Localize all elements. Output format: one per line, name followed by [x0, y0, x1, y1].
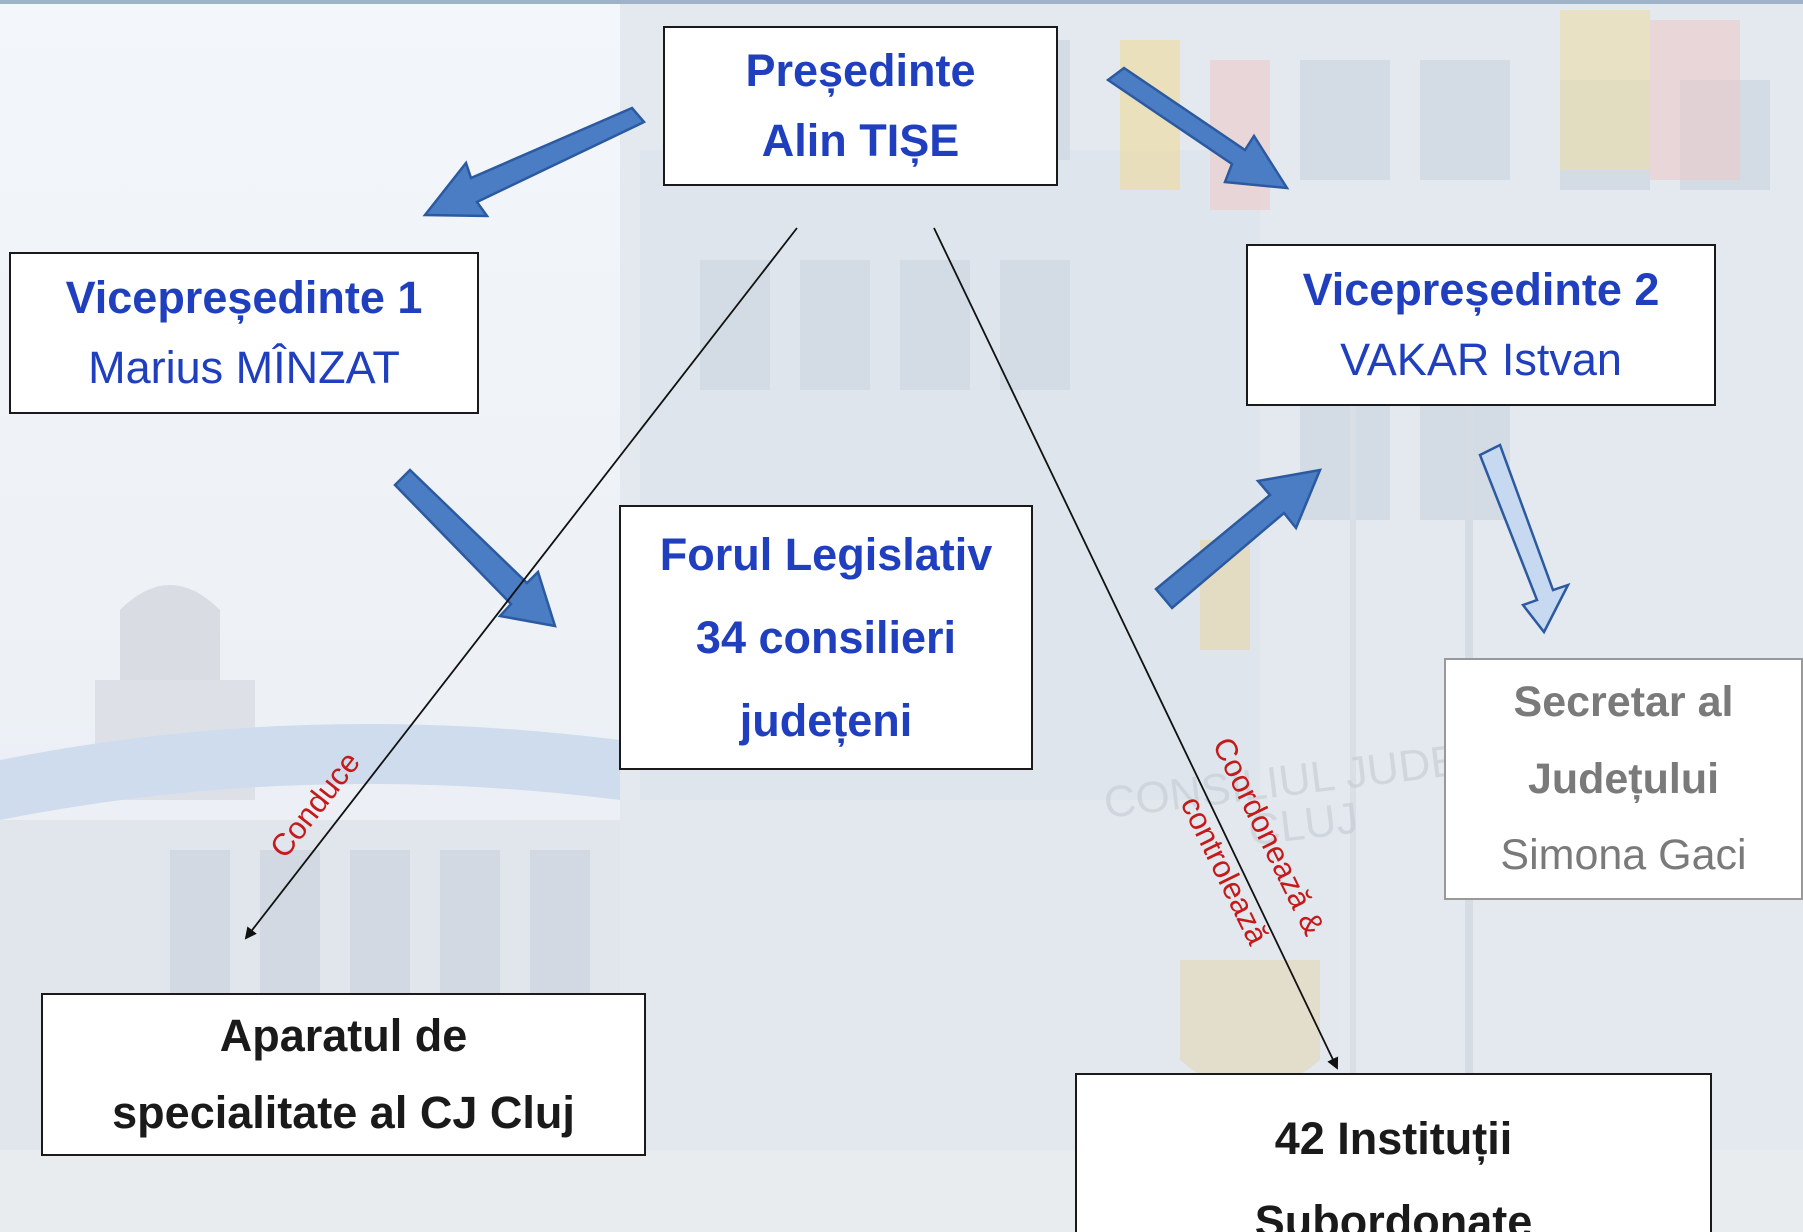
vice1-box: Vicepreședinte 1 Marius MÎNZAT — [9, 252, 479, 414]
secretary-line-1: Secretar al — [1513, 678, 1734, 727]
secretary-box: Secretar al Județului Simona Gaci — [1444, 658, 1803, 900]
secretary-line-2: Județului — [1527, 754, 1720, 803]
apparatus-line-1: Aparatul de — [219, 1010, 468, 1061]
arrow-president-to-vice2 — [1105, 66, 1290, 190]
forum-line-3: județeni — [739, 695, 913, 747]
edge-label-conduce: Conduce — [263, 745, 367, 864]
president-box: Președinte Alin TIȘE — [663, 26, 1058, 186]
president-title: Președinte — [745, 45, 976, 97]
arrow-vice1-to-forum — [393, 468, 557, 628]
institutions-box: 42 Instituții Subordonate — [1075, 1073, 1712, 1232]
forum-box: Forul Legislativ 34 consilieri județeni — [619, 505, 1033, 770]
line-president-to-institutions — [933, 227, 1339, 1070]
vice1-name: Marius MÎNZAT — [88, 342, 400, 393]
vice2-title: Vicepreședinte 2 — [1302, 264, 1660, 316]
secretary-name: Simona Gaci — [1500, 831, 1747, 880]
arrow-vice2-to-secretary — [1478, 443, 1571, 635]
institutions-line-2: Subordonate — [1254, 1196, 1533, 1232]
institutions-line-1: 42 Instituții — [1274, 1113, 1513, 1164]
top-border-line — [0, 0, 1803, 4]
president-name: Alin TIȘE — [761, 115, 960, 166]
apparatus-line-2: specialitate al CJ Cluj — [112, 1086, 575, 1138]
vice2-name: VAKAR Istvan — [1340, 334, 1622, 385]
vice1-title: Vicepreședinte 1 — [65, 272, 423, 324]
forum-line-1: Forul Legislativ — [659, 528, 993, 580]
apparatus-box: Aparatul de specialitate al CJ Cluj — [41, 993, 646, 1156]
vice2-box: Vicepreședinte 2 VAKAR Istvan — [1246, 244, 1716, 406]
forum-line-2: 34 consilieri — [695, 611, 957, 663]
line-president-to-apparatus — [244, 227, 798, 940]
arrow-president-to-vice1 — [422, 106, 647, 218]
arrow-forum-to-vice2 — [1154, 468, 1323, 610]
